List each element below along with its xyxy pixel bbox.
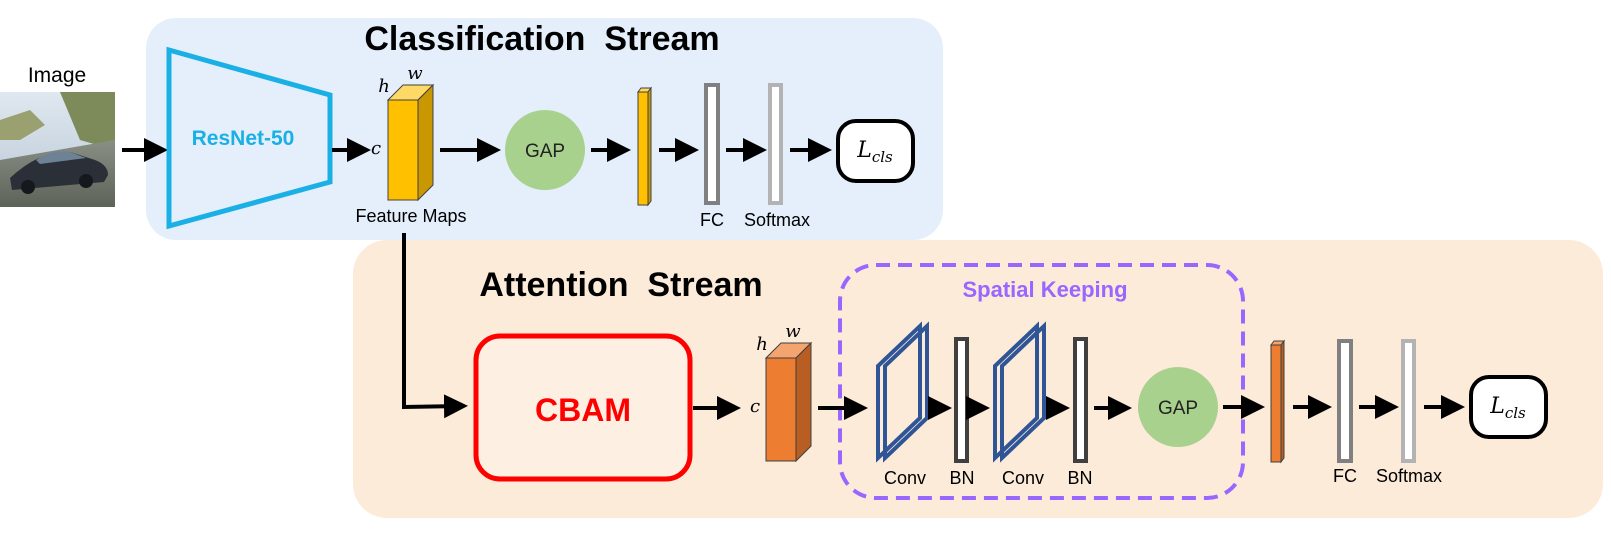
attention-maps-c-label: c [750,396,760,417]
input-car-image [0,92,115,207]
feature-maps-cube [386,83,435,202]
pooled-vector-classification [637,86,652,207]
fc-label-attention: FC [1333,466,1357,486]
conv2-label: Conv [1002,468,1044,488]
softmax-layer-classification [768,83,783,205]
attention-stream-title: Attention Stream [479,266,762,304]
bn1-label: BN [949,468,974,488]
softmax-layer-attention [1401,339,1416,463]
softmax-label-classification: Softmax [744,210,810,230]
softmax-label-attention: Softmax [1376,466,1442,486]
arrow-feature-maps-to-cbam [402,233,468,419]
bn-layer-1 [954,337,969,463]
conv1-label: Conv [884,468,926,488]
conv-layer-2 [993,321,1046,463]
cbam-label: CBAM [535,392,631,428]
feature-maps-h-label: h [378,76,390,97]
resnet-50-backbone [166,46,333,230]
gap-label-classification: GAP [525,141,565,162]
bn-layer-2 [1073,337,1088,463]
input-image-label: Image [28,64,86,87]
pooled-vector-attention [1270,339,1285,464]
feature-maps-c-label: c [371,138,381,159]
bn2-label: BN [1067,468,1092,488]
attention-maps-h-label: h [756,334,768,355]
attention-feature-maps-cube [764,341,813,463]
loss-box-attention [1469,375,1548,439]
fc-layer-classification [704,83,720,205]
gap-label-attention: GAP [1158,398,1198,419]
gap-node-classification [505,110,585,190]
conv-layer-1 [876,321,929,463]
attention-maps-w-label: w [785,321,801,342]
cbam-module [473,333,693,482]
loss-label-classification: Lcls [856,138,893,166]
fc-label-classification: FC [700,210,724,230]
fc-layer-attention [1337,339,1353,463]
spatial-keeping-title: Spatial Keeping [962,277,1127,302]
loss-box-classification [836,119,915,183]
feature-maps-label: Feature Maps [355,206,466,226]
resnet-50-label: ResNet-50 [192,127,295,150]
feature-maps-w-label: w [407,63,423,84]
gap-node-attention [1138,367,1218,447]
spatial-keeping-block [838,263,1245,500]
classification-stream-title: Classification Stream [364,20,719,58]
loss-label-attention: Lcls [1489,394,1526,422]
